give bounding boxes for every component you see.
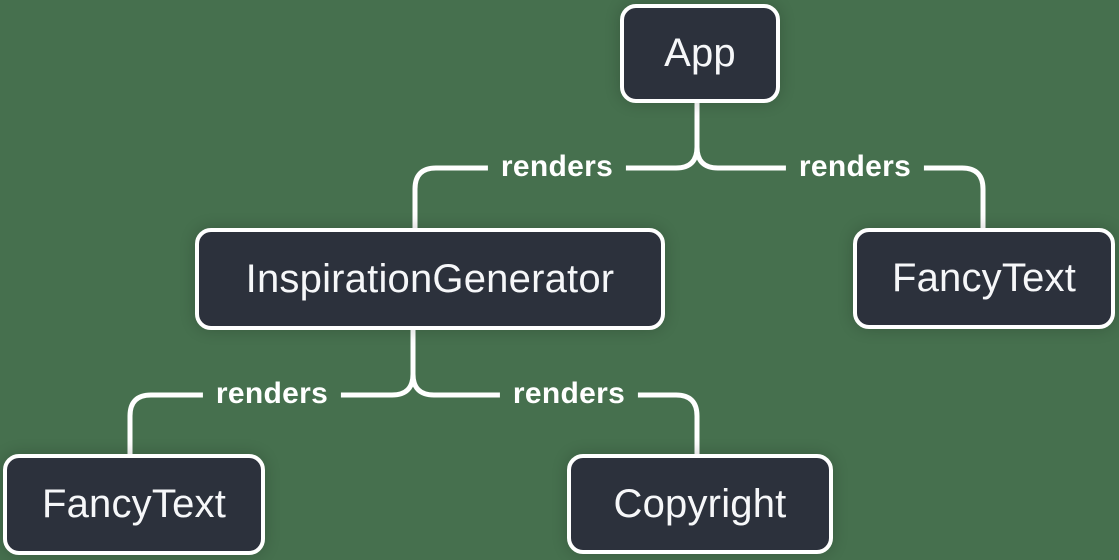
node-app: App	[620, 4, 780, 103]
node-inspiration-generator-label: InspirationGenerator	[245, 256, 615, 301]
edge-label-renders-inspiration-copyright: renders	[499, 377, 639, 411]
node-copyright: Copyright	[567, 454, 833, 554]
node-fancy-text-right: FancyText	[853, 228, 1115, 329]
node-fancy-text-left-label: FancyText	[41, 482, 227, 526]
node-fancy-text-left: FancyText	[3, 454, 265, 555]
edge-label-renders-inspiration-fancytext: renders	[202, 377, 342, 411]
node-copyright-label: Copyright	[613, 481, 787, 526]
node-fancy-text-right-label: FancyText	[891, 256, 1077, 300]
node-inspiration-generator: InspirationGenerator	[195, 228, 665, 330]
node-app-label: App	[664, 31, 736, 75]
edge-label-renders-app-fancytext: renders	[785, 150, 925, 184]
edge-label-renders-app-inspiration: renders	[487, 150, 627, 184]
